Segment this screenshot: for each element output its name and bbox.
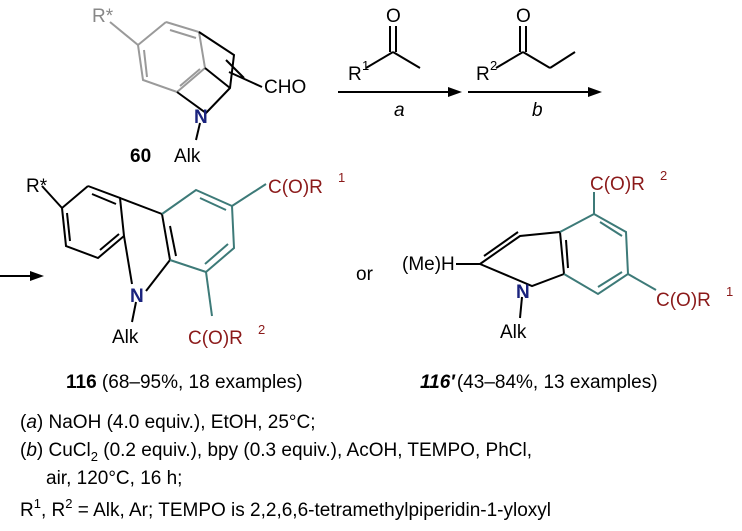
compound-60-substituent: R* (92, 6, 114, 27)
reagent-a-oxygen: O (386, 6, 401, 27)
conditions-r-rest: = Alk, Ar; TEMPO is 2,2,6,6-tetramethylp… (72, 500, 551, 521)
arrow-a-label: a (394, 100, 405, 121)
compound-116p-alk: Alk (500, 322, 527, 343)
conditions-b-text1: CuCl (43, 440, 91, 461)
compound-116-group-bottom: C(O)R (188, 328, 243, 349)
conditions-a: (a) NaOH (4.0 equiv.), EtOH, 25°C; (20, 412, 316, 433)
compound-116p-group-top-sup: 2 (660, 168, 667, 183)
reagent-a-structure (365, 26, 421, 69)
compound-60-n: N (194, 107, 208, 128)
compound-116p-group-top: C(O)R (590, 174, 645, 195)
compound-60-structure (109, 21, 263, 141)
compound-116p-n: N (516, 282, 530, 303)
compound-116p-group-right: C(O)R (656, 290, 711, 311)
compound-116-yield: (68–95%, 18 examples) (97, 372, 303, 393)
conditions-a-label: a (26, 412, 37, 433)
reagent-b-oxygen: O (516, 6, 531, 27)
conditions-b-text2: (0.2 equiv.), bpy (0.3 equiv.), AcOH, TE… (98, 440, 532, 461)
conditions-b-sub: 2 (91, 449, 98, 464)
compound-60-number: 60 (130, 146, 151, 167)
compound-116-group-bottom-sup: 2 (258, 322, 265, 337)
conditions-a-text: NaOH (4.0 equiv.), EtOH, 25°C; (43, 412, 315, 433)
compound-116-structure (41, 183, 267, 323)
compound-116-alk: Alk (112, 327, 139, 348)
compound-60-alk: Alk (174, 146, 201, 167)
compound-60-cho: CHO (264, 77, 306, 98)
compound-116p-number: 116′ (420, 372, 456, 393)
compound-116-caption: 116 (68–95%, 18 examples) (66, 372, 303, 393)
conditions-r1: R (20, 500, 34, 521)
compound-116p-substituent: (Me)H (402, 254, 455, 275)
reagent-a-r-sup: 1 (362, 58, 369, 73)
conditions-r-line: R1, R2 = Alk, Ar; TEMPO is 2,2,6,6-tetra… (20, 496, 551, 521)
compound-116p-structure (456, 192, 657, 319)
conditions-r1-sup: 1 (34, 496, 41, 511)
conditions-r-mid: , R (41, 500, 65, 521)
or-text: or (356, 264, 374, 285)
compound-116-substituent: R* (26, 176, 48, 197)
reagent-a-r: R (348, 64, 362, 85)
reagent-b-structure (495, 26, 576, 69)
compound-116p-yield: (43–84%, 13 examples) (457, 372, 658, 393)
reagent-b-r-sup: 2 (490, 58, 497, 73)
continuation-arrow-head (30, 271, 44, 281)
conditions-b: (b) CuCl2 (0.2 equiv.), bpy (0.3 equiv.)… (20, 440, 532, 464)
reagent-b-r: R (476, 64, 490, 85)
arrow-a-head (448, 87, 462, 97)
conditions-r2-sup: 2 (65, 496, 72, 511)
compound-116-n: N (130, 286, 144, 307)
compound-116-number: 116 (66, 372, 97, 393)
compound-116-group-top-sup: 1 (338, 170, 345, 185)
compound-116p-caption: 116′(43–84%, 13 examples) (420, 372, 658, 393)
conditions-b-label: b (26, 440, 37, 461)
arrow-b-label: b (532, 100, 543, 121)
compound-116-group-top: C(O)R (268, 177, 323, 198)
compound-116p-group-right-sup: 1 (726, 284, 733, 299)
conditions-b-line2: air, 120°C, 16 h; (46, 468, 182, 489)
arrow-b-head (588, 87, 602, 97)
